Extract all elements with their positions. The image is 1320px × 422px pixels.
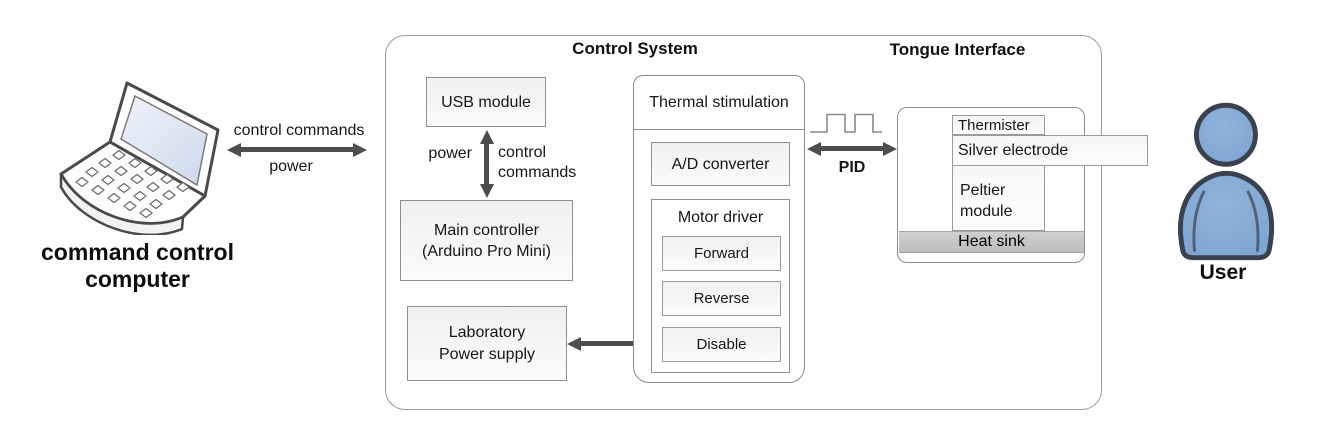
- user-label: User: [1199, 261, 1247, 284]
- arrow-label-power: power: [269, 158, 313, 175]
- thermal-to-tongue-arrow: [820, 146, 884, 151]
- usb-to-controller-arrow: [484, 143, 489, 185]
- ad-converter-label: A/D converter: [671, 155, 770, 173]
- motor-mode-forward-label: Forward: [693, 245, 749, 262]
- computer-label-line1: command control: [41, 239, 234, 265]
- motor-mode-reverse-label: Reverse: [693, 290, 750, 307]
- pwm-signal-icon: [810, 113, 882, 133]
- usb-link-commands-line2: commands: [498, 164, 577, 181]
- thermister-label: Thermister: [958, 116, 1030, 134]
- usb-link-commands-label: control commands: [498, 143, 608, 183]
- supply-to-motor-arrow: [580, 341, 644, 346]
- thermister-box: Thermister: [952, 115, 1045, 135]
- laptop-icon: [59, 81, 220, 235]
- usb-module-box: USB module: [426, 77, 546, 127]
- tongue-module-box: Peltier module Heat sink Thermister Silv…: [897, 107, 1148, 263]
- main-controller-line2: (Arduino Pro Mini): [422, 242, 551, 260]
- usb-module-label: USB module: [441, 93, 531, 111]
- control-system-title: Control System: [572, 39, 698, 58]
- arrow-label-control-commands: control commands: [233, 122, 365, 139]
- power-supply-box: Laboratory Power supply: [407, 306, 567, 381]
- motor-driver-box: Motor driver Forward Reverse Disable: [651, 199, 790, 373]
- computer-label-line2: computer: [85, 266, 190, 292]
- motor-mode-disable-label: Disable: [696, 336, 747, 353]
- motor-mode-disable: Disable: [662, 327, 781, 362]
- ad-converter-box: A/D converter: [651, 142, 790, 186]
- heat-sink-label: Heat sink: [958, 233, 1025, 250]
- person-icon: [1177, 102, 1275, 261]
- computer-label: command control computer: [15, 239, 260, 293]
- motor-driver-label: Motor driver: [677, 209, 764, 226]
- thermal-stimulation-header: Thermal stimulation: [634, 76, 804, 130]
- motor-mode-forward: Forward: [662, 236, 781, 271]
- peltier-line2: module: [960, 203, 1013, 220]
- usb-link-commands-line1: control: [498, 144, 547, 161]
- main-controller-box: Main controller (Arduino Pro Mini): [400, 200, 573, 281]
- silver-electrode-box: Silver electrode: [952, 135, 1148, 166]
- thermal-stimulation-label: Thermal stimulation: [649, 93, 789, 111]
- power-supply-line1: Laboratory: [448, 323, 526, 341]
- silver-electrode-label: Silver electrode: [958, 141, 1069, 159]
- power-supply-line2: Power supply: [438, 345, 536, 363]
- tongue-interface-title: Tongue Interface: [889, 40, 1026, 59]
- computer-to-system-arrow: [240, 147, 354, 152]
- usb-link-power-label: power: [428, 145, 472, 162]
- pid-label: PID: [838, 159, 866, 176]
- main-controller-line1: Main controller: [434, 221, 539, 239]
- heat-sink-bar: Heat sink: [899, 231, 1084, 253]
- motor-mode-reverse: Reverse: [662, 281, 781, 316]
- thermal-stimulation-box: Thermal stimulation A/D converter Motor …: [633, 75, 805, 383]
- peltier-line1: Peltier: [960, 182, 1006, 199]
